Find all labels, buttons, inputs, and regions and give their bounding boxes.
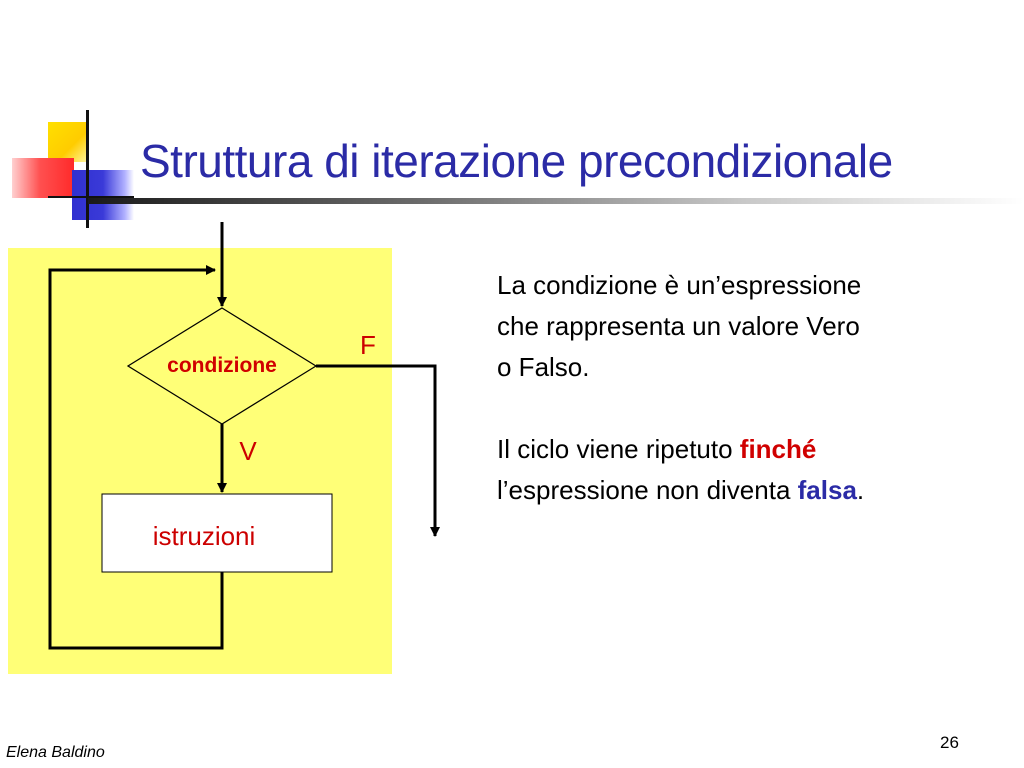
- explanation-line: La condizione è un’espressione: [497, 270, 862, 300]
- explanation-line: che rappresenta un valore Vero: [497, 311, 860, 341]
- true-label: V: [239, 436, 257, 466]
- logo-squares-icon: [0, 100, 140, 230]
- explanation-line: Il ciclo viene ripetuto finché: [497, 429, 997, 470]
- explanation-line: o Falso.: [497, 352, 590, 382]
- decision-label: condizione: [167, 354, 277, 377]
- process-box: [101, 493, 333, 573]
- logo-vertical-line: [86, 110, 89, 228]
- explanation-period: .: [856, 475, 865, 505]
- process-label: istruzioni: [153, 521, 256, 551]
- author-footer: Elena Baldino: [6, 744, 105, 761]
- title-underline: [88, 198, 1024, 204]
- page-number: 26: [940, 733, 959, 752]
- logo-red-square: [12, 158, 74, 198]
- keyword-finche: finché: [739, 434, 817, 464]
- keyword-falsa: falsa: [797, 475, 857, 505]
- false-label: F: [360, 330, 376, 360]
- logo-horizontal-line: [48, 196, 134, 198]
- slide-title: Struttura di iterazione precondizionale: [140, 135, 893, 187]
- false-branch-arrow: [316, 364, 440, 537]
- logo-yellow-square: [48, 122, 88, 162]
- explanation-line: l’espressione non diventa falsa.: [497, 470, 997, 511]
- paragraph-spacer: [497, 388, 997, 429]
- logo-blue-square: [72, 170, 134, 220]
- explanation-text: La condizione è un’espressione che rappr…: [497, 265, 997, 511]
- flowchart-background: [8, 248, 392, 674]
- explanation-text-span: l’espressione non diventa: [497, 475, 798, 505]
- loop-back-line: [48, 265, 224, 650]
- explanation-text-span: Il ciclo viene ripetuto: [497, 434, 740, 464]
